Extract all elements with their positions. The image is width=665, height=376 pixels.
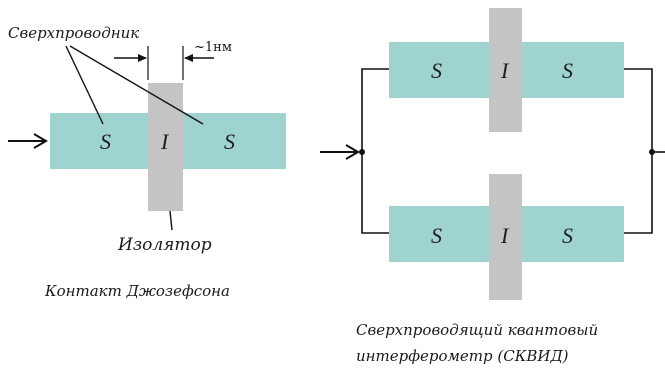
squid-interferometer: S I S S I S Сверхпроводящий квантовый ин… xyxy=(320,8,665,365)
junction-right-s-label: S xyxy=(224,129,235,154)
junction-barrier-i-label: I xyxy=(160,129,170,154)
squid-left-node xyxy=(359,149,365,155)
squid-caption-line1: Сверхпроводящий квантовый xyxy=(356,321,598,339)
squid-caption-line2: интерферометр (СКВИД) xyxy=(356,347,569,365)
bottom-junction-left-s-label: S xyxy=(431,223,442,248)
junction-left-s-label: S xyxy=(100,129,111,154)
squid-top-junction: S I S xyxy=(389,8,624,132)
squid-bottom-junction: S I S xyxy=(389,174,624,300)
top-junction-left-s-label: S xyxy=(431,58,442,83)
junction-insulator-barrier xyxy=(148,83,183,211)
thickness-dimension xyxy=(114,46,214,80)
input-arrow-icon xyxy=(8,133,48,149)
thickness-label: ~1нм xyxy=(194,40,232,55)
top-junction-right-s-label: S xyxy=(562,58,573,83)
bottom-junction-barrier-i-label: I xyxy=(500,223,510,248)
insulator-pointer-line xyxy=(169,210,173,231)
top-junction-barrier-i-label: I xyxy=(500,58,510,83)
bottom-junction-right-s-label: S xyxy=(562,223,573,248)
josephson-caption: Контакт Джозефсона xyxy=(44,282,230,300)
pointer-line-left-s xyxy=(65,45,104,125)
josephson-junction: S I S Сверхпроводник ~1нм Изолятор Конта… xyxy=(8,24,286,300)
top-junction-insulator-barrier xyxy=(489,8,522,132)
bottom-junction-insulator-barrier xyxy=(489,174,522,300)
squid-input-arrow-icon xyxy=(320,144,360,160)
pointer-line-right-s xyxy=(69,45,204,125)
superconductor-label: Сверхпроводник xyxy=(8,24,139,42)
insulator-label: Изолятор xyxy=(117,235,212,255)
squid-right-node xyxy=(649,149,655,155)
